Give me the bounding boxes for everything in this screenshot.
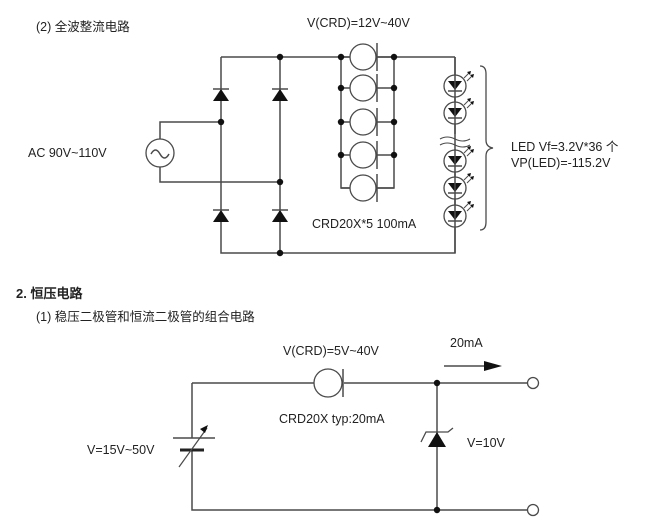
diode-d2-icon — [272, 88, 288, 101]
ac-bottom-wire — [159, 167, 280, 183]
crd-icon — [341, 74, 394, 102]
junction-dot — [433, 506, 441, 514]
led-icon — [443, 173, 474, 200]
output-terminal-positive — [526, 376, 540, 390]
ac-source-icon — [145, 138, 175, 168]
diode-d3-icon — [213, 209, 229, 222]
led-icon — [443, 98, 474, 125]
led-icon — [443, 201, 474, 228]
crd-array-label: CRD20X*5 100mA — [312, 217, 417, 231]
led-string — [439, 57, 494, 253]
junction-dot — [337, 53, 345, 61]
crd-icon — [341, 108, 394, 136]
source-voltage-label: V=15V~50V — [87, 443, 155, 457]
junction-dot — [276, 178, 284, 186]
ac-top-wire — [159, 121, 221, 139]
zener-crd-subheading: (1) 稳压二极管和恒流二极管的组合电路 — [36, 310, 255, 324]
series-break-icon — [439, 136, 471, 148]
led-vp-label: VP(LED)=-115.2V — [511, 156, 611, 170]
full-wave-rectifier-subheading: (2) 全波整流电路 — [36, 20, 130, 34]
output-current-label: 20mA — [450, 336, 483, 350]
crd-icon — [341, 174, 394, 202]
zener-voltage-label: V=10V — [467, 436, 505, 450]
brace-icon — [479, 65, 494, 231]
constant-voltage-heading: 2. 恒压电路 — [16, 286, 83, 301]
bottom-wire — [191, 450, 527, 511]
ac-source-label: AC 90V~110V — [28, 146, 107, 160]
output-terminal-negative — [526, 503, 540, 517]
crd-voltage-label-top: V(CRD)=12V~40V — [307, 16, 410, 30]
junction-dot — [390, 151, 398, 159]
junction-dot — [337, 151, 345, 159]
junction-dot — [337, 118, 345, 126]
led-icon — [443, 146, 474, 173]
zener-diode-icon — [420, 427, 454, 447]
bridge-rectifier — [159, 53, 456, 257]
crd-voltage-label-bottom: V(CRD)=5V~40V — [283, 344, 379, 358]
diode-d4-icon — [272, 209, 288, 222]
junction-dot — [276, 249, 284, 257]
crd-icon — [341, 43, 394, 71]
junction-dot — [217, 118, 225, 126]
junction-dot — [337, 84, 345, 92]
junction-dot — [276, 53, 284, 61]
led-vf-label: LED Vf=3.2V*36 个 — [511, 140, 619, 154]
junction-dot — [390, 53, 398, 61]
junction-dot — [433, 379, 441, 387]
crd-icon — [341, 141, 394, 169]
constant-voltage-circuit — [173, 361, 540, 517]
led-icon — [443, 71, 474, 98]
crd-icon — [313, 368, 344, 398]
current-arrow-icon — [444, 361, 502, 371]
junction-dot — [390, 84, 398, 92]
variable-voltage-source-icon — [173, 425, 215, 468]
crd-parallel-bank — [337, 43, 398, 202]
diode-d1-icon — [213, 88, 229, 101]
junction-dot — [390, 118, 398, 126]
crd-typ-label: CRD20X typ:20mA — [279, 412, 385, 426]
